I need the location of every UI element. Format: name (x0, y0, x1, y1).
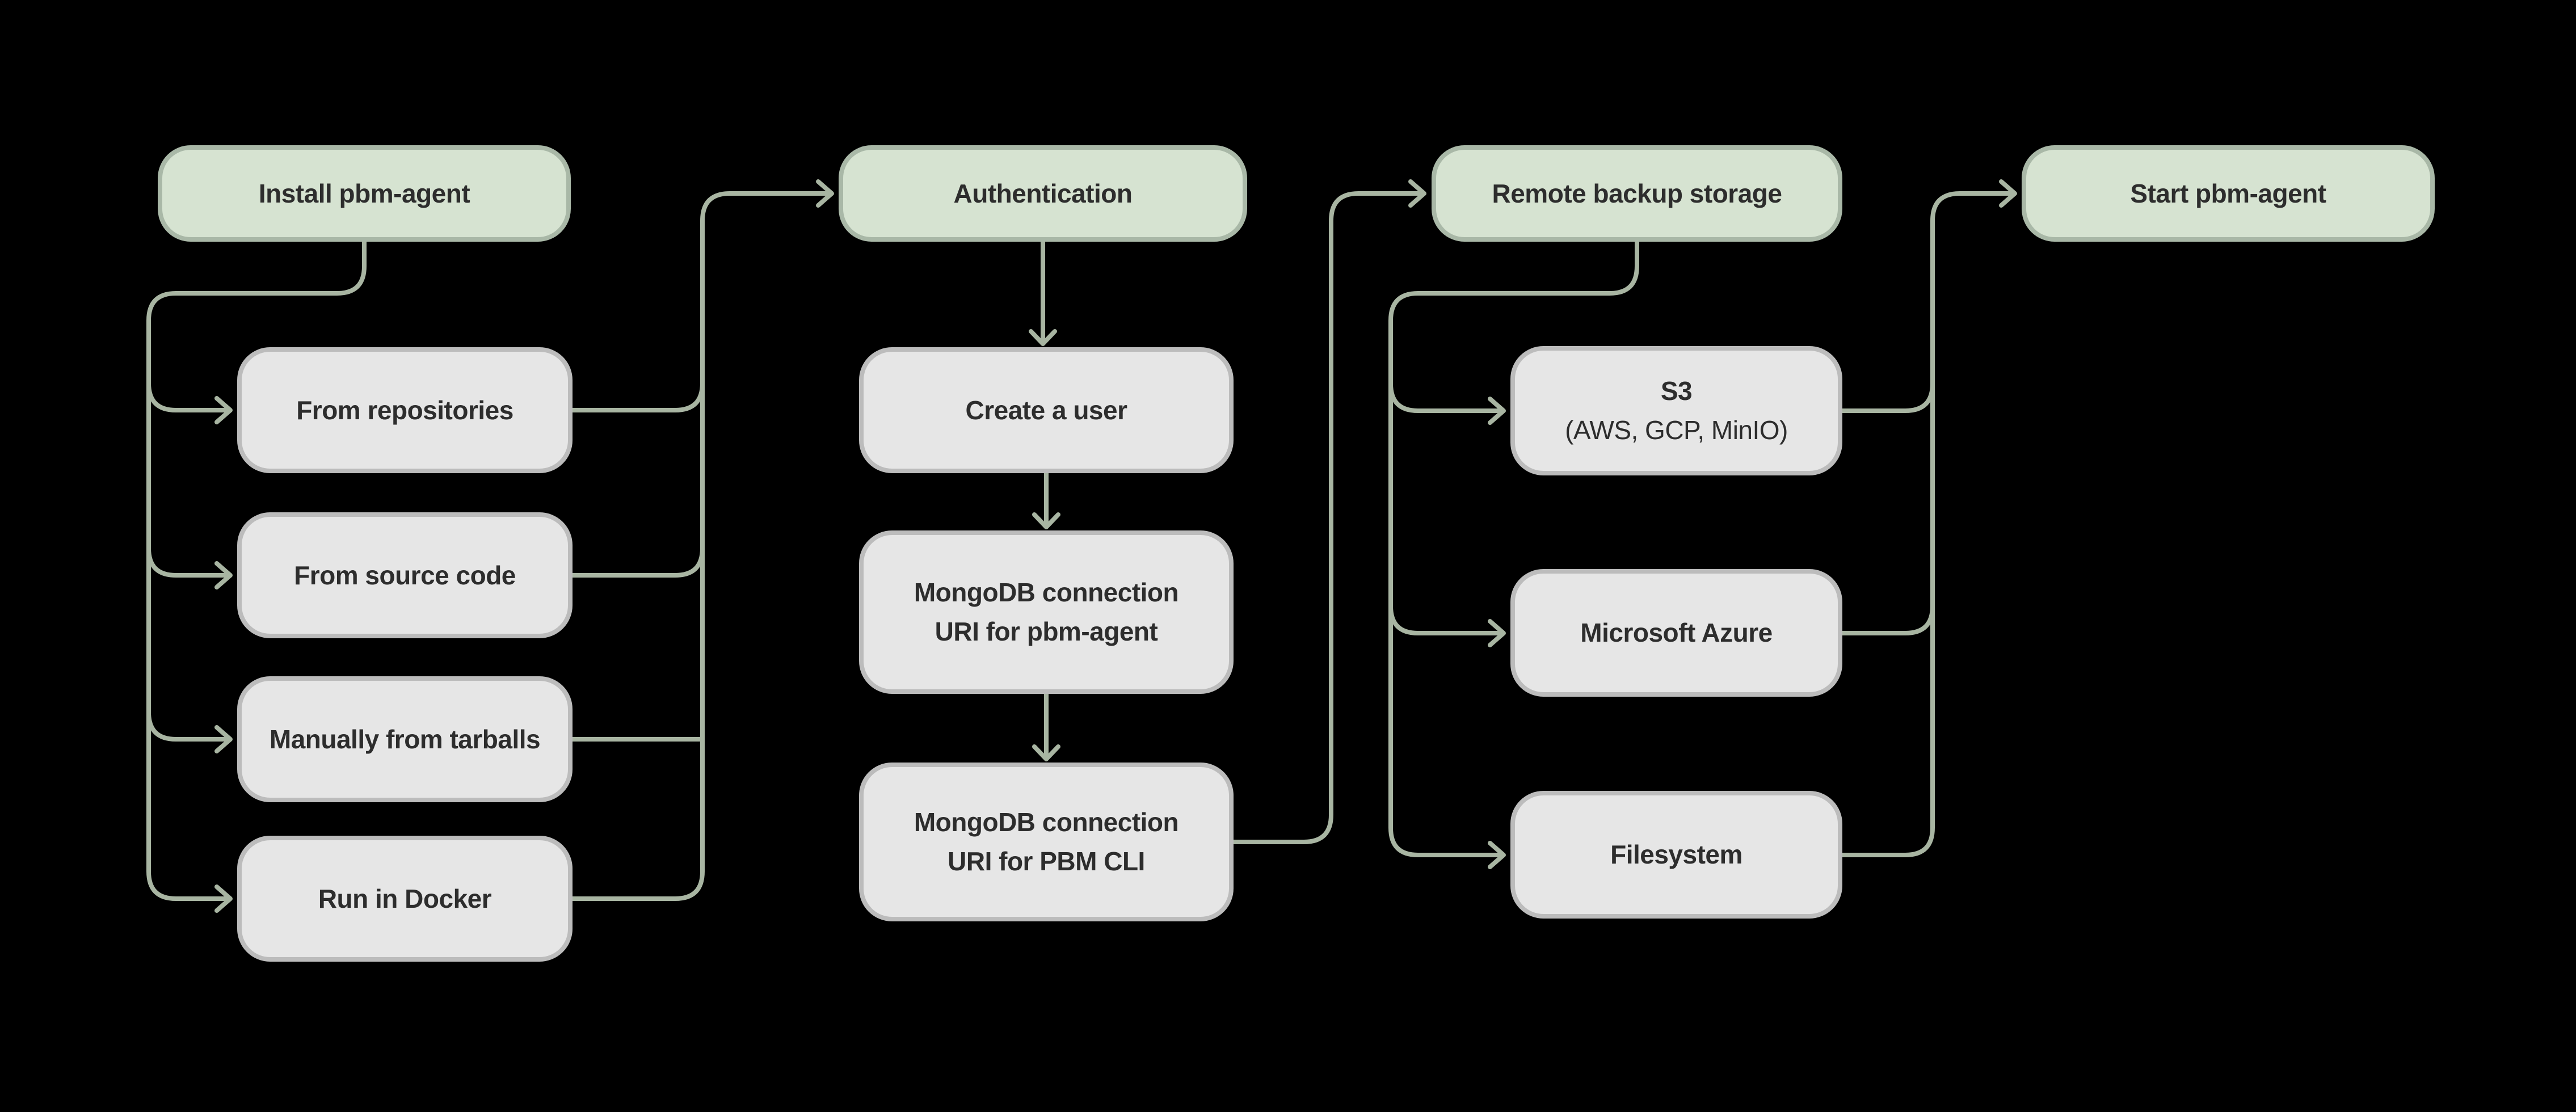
arrowhead (1408, 179, 1426, 208)
arrowhead (1488, 619, 1506, 647)
arrowhead (1999, 179, 2017, 208)
edge-uricli-remote (1231, 191, 1421, 844)
edge-install-trunk (146, 239, 367, 901)
node-remote-backup-storage: Remote backup storage (1432, 145, 1842, 242)
node-mongodb-uri-pbm-cli: MongoDB connection URI for PBM CLI (859, 763, 1234, 921)
edge-install-tarballs (146, 710, 227, 742)
node-label: MongoDB connection URI for pbm-agent (914, 578, 1179, 646)
edge-install-source (146, 546, 227, 578)
node-label: From repositories (296, 395, 513, 425)
edge-remote-s3 (1388, 381, 1500, 413)
edge-install-repos (146, 381, 227, 412)
node-install-pbm-agent: Install pbm-agent (158, 145, 571, 242)
node-create-a-user: Create a user (859, 347, 1234, 473)
node-filesystem: Filesystem (1510, 791, 1842, 919)
edge-filesystem-start (1840, 191, 2011, 857)
node-label: Start pbm-agent (2130, 178, 2326, 208)
node-label: S3 (1660, 376, 1693, 406)
arrowhead (1488, 841, 1506, 869)
node-label: Create a user (965, 395, 1128, 425)
node-label: Manually from tarballs (269, 724, 541, 754)
arrowhead (1029, 329, 1057, 346)
node-start-pbm-agent: Start pbm-agent (2022, 145, 2435, 242)
node-from-repositories: From repositories (237, 347, 573, 473)
arrowhead (816, 179, 834, 208)
edge-remote-trunk (1388, 239, 1639, 857)
edge-source-auth (570, 546, 705, 578)
edge-azure-start (1840, 604, 1935, 635)
node-label: Install pbm-agent (258, 178, 470, 208)
node-label: Filesystem (1610, 840, 1742, 869)
arrowhead (214, 396, 233, 424)
arrowhead (214, 561, 233, 589)
node-label: Remote backup storage (1492, 178, 1782, 208)
node-manually-from-tarballs: Manually from tarballs (237, 676, 573, 802)
arrowhead (1032, 512, 1060, 529)
edge-repos-auth (570, 381, 705, 412)
arrowhead (1032, 744, 1060, 761)
arrowhead (214, 725, 233, 753)
node-authentication: Authentication (839, 145, 1247, 242)
edge-s3-start (1840, 381, 1935, 413)
node-microsoft-azure: Microsoft Azure (1510, 569, 1842, 697)
node-sublabel: (AWS, GCP, MinIO) (1565, 415, 1788, 445)
node-run-in-docker: Run in Docker (237, 836, 573, 962)
node-label: Microsoft Azure (1580, 618, 1773, 647)
arrowhead (1488, 397, 1506, 425)
node-label: Authentication (953, 178, 1133, 208)
arrowhead (214, 884, 233, 913)
edge-remote-azure (1388, 604, 1500, 635)
edge-tarballs-auth (570, 710, 705, 742)
node-label: From source code (294, 560, 516, 590)
node-s3: S3 (AWS, GCP, MinIO) (1510, 346, 1842, 475)
node-mongodb-uri-pbm-agent: MongoDB connection URI for pbm-agent (859, 530, 1234, 694)
edge-docker-auth (570, 191, 828, 901)
node-label: MongoDB connection URI for PBM CLI (914, 807, 1179, 876)
node-label: Run in Docker (318, 883, 492, 913)
node-from-source-code: From source code (237, 512, 573, 638)
